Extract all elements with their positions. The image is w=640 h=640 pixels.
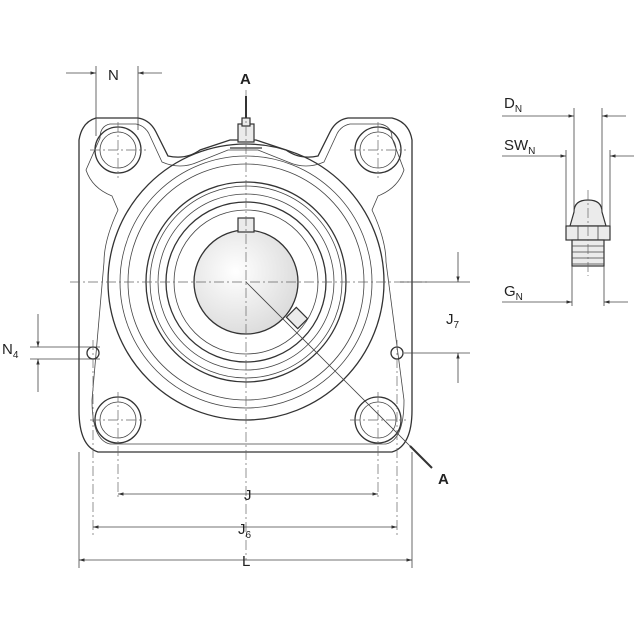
grease-nipple-detail bbox=[565, 108, 611, 306]
housing-inner-outline bbox=[85, 123, 405, 445]
dimension-label-n: N bbox=[108, 67, 119, 84]
dimension-label-j: J bbox=[244, 487, 252, 504]
section-label-a-bottom: A bbox=[438, 471, 449, 488]
housing-outline bbox=[78, 117, 413, 453]
dimension-label-gn: GN bbox=[504, 283, 523, 303]
section-line-a bbox=[245, 96, 433, 469]
centre-lines bbox=[70, 90, 430, 560]
dimension-label-l: L bbox=[242, 553, 250, 570]
dimension-label-j7: J7 bbox=[446, 311, 460, 331]
dimension-n4 bbox=[30, 314, 100, 392]
section-label-a-top: A bbox=[240, 71, 251, 88]
dimension-label-n4: N4 bbox=[2, 341, 19, 361]
dimension-n bbox=[66, 66, 162, 136]
dimension-j7 bbox=[400, 252, 470, 383]
dimension-label-j6: J6 bbox=[238, 521, 252, 541]
set-screw-lower-right bbox=[285, 306, 309, 330]
dimension-label-swn: SWN bbox=[504, 137, 535, 157]
dimension-label-dn: DN bbox=[504, 95, 522, 115]
dimension-l bbox=[78, 452, 413, 568]
